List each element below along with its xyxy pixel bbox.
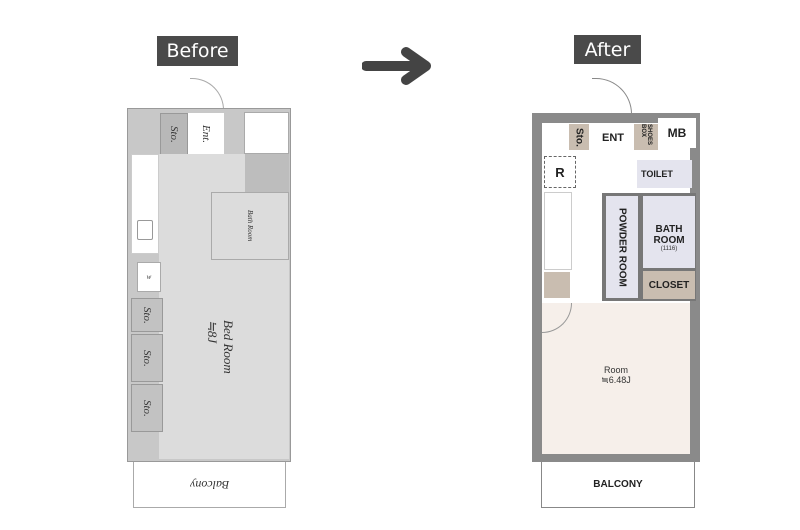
bed-size: ≒8J [205,320,220,344]
after-r-label: R [544,156,576,188]
before-sto2-label: Sto. [141,306,153,324]
after-shoes-label: SHOES BOX [640,124,652,146]
after-powder-label: POWDER ROOM [616,207,628,287]
after-bath-room: BATH ROOM(1116) [643,196,695,268]
after-bath-label: BATH ROOM [653,224,685,246]
before-storage-1 [160,113,188,155]
after-ent-label: ENT [602,132,624,144]
before-washer-space: w [137,262,161,292]
bed-label: Bed Room [221,320,236,374]
after-closet-label: CLOSET [643,271,695,299]
after-bath-size: (1116) [660,246,678,252]
after-entry-door [592,78,632,114]
after-room-size: ≒6.48J [601,375,631,385]
after-sto-label: Sto. [573,127,585,147]
after-balcony-label: BALCONY [541,462,695,508]
before-closet-top [244,112,289,154]
after-room-label: Room [603,365,628,375]
after-storage-small [544,272,570,298]
before-bath-label: Bath Room [246,210,254,242]
arrow-right-icon [362,47,431,85]
after-mb-label: MB [658,118,696,148]
before-sto3-label: Sto. [141,349,153,367]
before-entrance-label: Ent. [200,124,212,144]
after-room: Room≒6.48J [542,303,690,454]
before-balcony-label: Balcony [189,478,230,492]
sink-icon [137,220,153,240]
before-w-label: w [146,273,152,281]
before-kitchen-counter [131,154,159,254]
before-shaft [245,154,289,194]
before-label: Before [157,36,238,66]
entry-door [190,78,224,110]
after-toilet-label: TOILET [637,160,692,188]
after-kitchen [544,192,572,270]
before-sto1-label: Sto. [168,125,180,143]
before-bed-room-label: Bed Room ≒8J [200,320,240,390]
after-label: After [574,35,641,64]
before-sto4-label: Sto. [141,399,153,417]
